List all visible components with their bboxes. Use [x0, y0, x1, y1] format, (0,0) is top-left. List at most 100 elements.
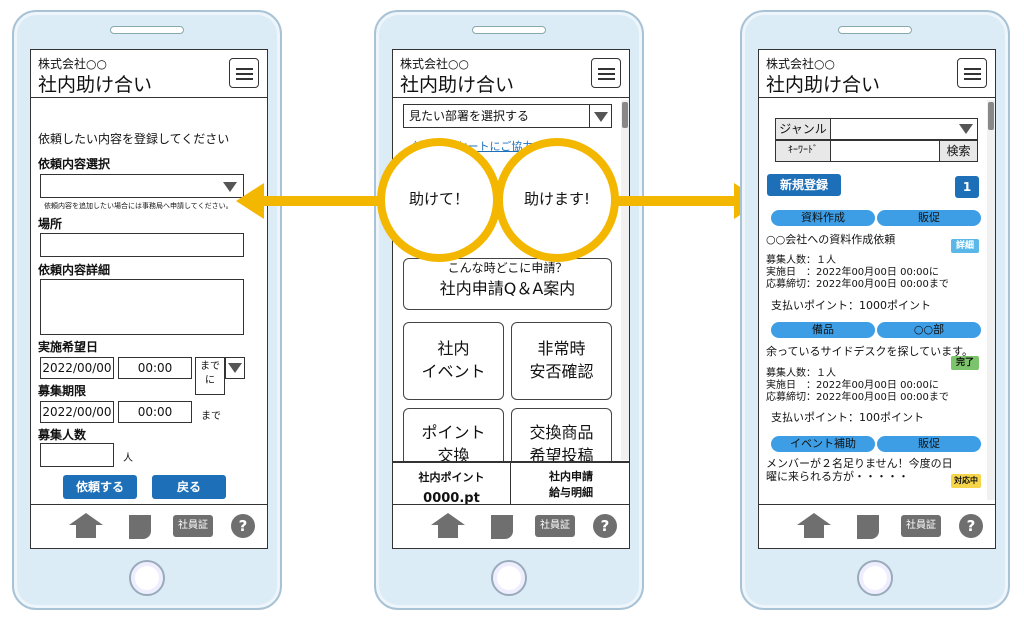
place-field[interactable]: [40, 233, 244, 257]
employee-id-button[interactable]: 社員証: [173, 515, 213, 537]
note-icon[interactable]: [129, 515, 151, 539]
period-until-text: まで: [201, 411, 221, 422]
post-title[interactable]: メンバーが２名足りません！今度の日曜に来られる方が・・・・・: [766, 457, 953, 483]
help-icon[interactable]: ?: [959, 514, 983, 538]
speaker: [472, 26, 546, 34]
help-me-button[interactable]: 助けて！: [377, 138, 501, 262]
i-help-button[interactable]: 助けます!: [495, 138, 619, 262]
note-icon[interactable]: [491, 515, 513, 539]
apply-button[interactable]: 社内申請 給与明細: [549, 470, 593, 499]
chevron-down-icon: [223, 182, 237, 192]
people-field[interactable]: [40, 443, 114, 467]
company-name: 株式会社○○: [38, 57, 107, 71]
bottom-nav: 社員証 ?: [759, 504, 995, 548]
post-line: 応募締切：2022年00月00日 00:00まで: [766, 392, 949, 403]
genre-select[interactable]: [830, 118, 978, 140]
home-icon[interactable]: [797, 513, 831, 539]
time-field[interactable]: 00:00: [118, 357, 192, 379]
help-icon[interactable]: ?: [593, 514, 617, 538]
post-tag-dept[interactable]: 販促: [877, 436, 981, 452]
employee-id-button[interactable]: 社員証: [535, 515, 575, 537]
points-bar: 社内ポイント 0000.pt 社内申請 給与明細: [393, 461, 629, 509]
keyword-label: ｷｰﾜｰﾄﾞ: [775, 140, 831, 162]
employee-id-button[interactable]: 社員証: [901, 515, 941, 537]
back-button[interactable]: 戻る: [152, 475, 226, 499]
dept-select[interactable]: 見たい部署を選択する: [403, 104, 612, 128]
chevron-down-icon: [594, 112, 608, 122]
in-progress-badge[interactable]: 対応中: [951, 474, 981, 488]
bottom-nav: 社員証 ?: [31, 504, 267, 548]
genre-label: ジャンル: [775, 118, 831, 140]
menu-icon[interactable]: [957, 58, 987, 88]
post-tag-dept[interactable]: 販促: [877, 210, 981, 226]
post-tag-genre[interactable]: イベント補助: [771, 436, 875, 452]
request-select-label: 依頼内容選択: [38, 157, 111, 171]
date-field[interactable]: 2022/00/00: [40, 357, 114, 379]
request-note: 依頼内容を追加したい場合には事務局へ申請してください。: [44, 202, 233, 210]
help-me-label: 助けて！: [408, 190, 469, 208]
company-name: 株式会社○○: [400, 57, 469, 71]
safety-tile[interactable]: 非常時 安否確認: [511, 322, 612, 400]
request-select[interactable]: [40, 174, 244, 198]
screen-request-form: 株式会社○○ 社内助け合い 依頼したい内容を登録してください 依頼内容選択 依頼…: [30, 49, 268, 549]
post-tag-genre[interactable]: 備品: [771, 322, 875, 338]
event-tile[interactable]: 社内 イベント: [403, 322, 504, 400]
dept-select-toggle[interactable]: [589, 104, 612, 128]
post-points: 支払いポイント：1000ポイント: [771, 299, 931, 312]
detail-badge[interactable]: 詳細: [951, 239, 979, 253]
people-label: 募集人数: [38, 428, 87, 442]
period-time-field[interactable]: 00:00: [118, 401, 192, 423]
app-header: 株式会社○○ 社内助け合い: [393, 50, 629, 98]
phone-left: 株式会社○○ 社内助け合い 依頼したい内容を登録してください 依頼内容選択 依頼…: [12, 10, 282, 610]
post-tag-dept[interactable]: ○○部: [877, 322, 981, 338]
home-button[interactable]: [857, 560, 893, 596]
qa-tile[interactable]: こんな時どこに申請？ 社内申請Q＆A案内: [403, 258, 612, 310]
home-button[interactable]: [129, 560, 165, 596]
menu-icon[interactable]: [591, 58, 621, 88]
screen-home: 株式会社○○ 社内助け合い 見たい部署を選択する 社内アンケートにご協力ください…: [392, 49, 630, 549]
home-icon[interactable]: [431, 513, 465, 539]
scrollbar[interactable]: [621, 100, 629, 460]
period-date-field[interactable]: 2022/00/00: [40, 401, 114, 423]
post-line: 募集人数：１人: [766, 368, 836, 379]
search-button[interactable]: 検索: [939, 140, 978, 162]
app-header: 株式会社○○ 社内助け合い: [31, 50, 267, 98]
screen-list: 株式会社○○ 社内助け合い ジャンル ｷｰﾜｰﾄﾞ 検索 新規登録 1 資料作成…: [758, 49, 996, 549]
points-value: 0000.pt: [423, 491, 480, 506]
detail-label: 依頼内容詳細: [38, 263, 111, 277]
submit-button[interactable]: 依頼する: [63, 475, 137, 499]
post-line: 実施日 ：2022年00月00日 00:00に: [766, 267, 939, 278]
app-title: 社内助け合い: [766, 74, 881, 96]
post-tag-genre[interactable]: 資料作成: [771, 210, 875, 226]
post-line: 募集人数：１人: [766, 255, 836, 266]
home-icon[interactable]: [69, 513, 103, 539]
until-select[interactable]: まで に: [195, 357, 225, 395]
phone-right: 株式会社○○ 社内助け合い ジャンル ｷｰﾜｰﾄﾞ 検索 新規登録 1 資料作成…: [740, 10, 1010, 610]
home-button[interactable]: [491, 560, 527, 596]
points-label: 社内ポイント: [418, 471, 485, 484]
i-help-label: 助けます!: [523, 190, 590, 208]
points-panel[interactable]: 社内ポイント 0000.pt: [393, 463, 511, 509]
scrollbar[interactable]: [987, 100, 995, 500]
post-line: 実施日 ：2022年00月00日 00:00に: [766, 380, 939, 391]
company-name: 株式会社○○: [766, 57, 835, 71]
post-line: 応募締切：2022年00月00日 00:00まで: [766, 279, 949, 290]
arrow-left-head: [236, 183, 264, 219]
new-register-button[interactable]: 新規登録: [767, 174, 841, 196]
keyword-field[interactable]: [830, 140, 940, 162]
detail-textarea[interactable]: [40, 279, 244, 335]
qa-hint: こんな時どこに申請？: [447, 261, 568, 275]
post-title[interactable]: ○○会社への資料作成依頼: [766, 233, 896, 246]
note-icon[interactable]: [857, 515, 879, 539]
menu-icon[interactable]: [229, 58, 259, 88]
bottom-nav: 社員証 ?: [393, 504, 629, 548]
help-icon[interactable]: ?: [231, 514, 255, 538]
form-intro: 依頼したい内容を登録してください: [38, 132, 230, 146]
post-title[interactable]: 余っているサイドデスクを探しています。: [766, 345, 974, 358]
page-badge[interactable]: 1: [955, 176, 979, 198]
chevron-down-icon: [228, 363, 242, 373]
post-points: 支払いポイント：100ポイント: [771, 411, 924, 424]
completed-badge[interactable]: 完了: [951, 356, 979, 370]
phone-center: 株式会社○○ 社内助け合い 見たい部署を選択する 社内アンケートにご協力ください…: [374, 10, 644, 610]
until-select-toggle[interactable]: [225, 357, 245, 379]
